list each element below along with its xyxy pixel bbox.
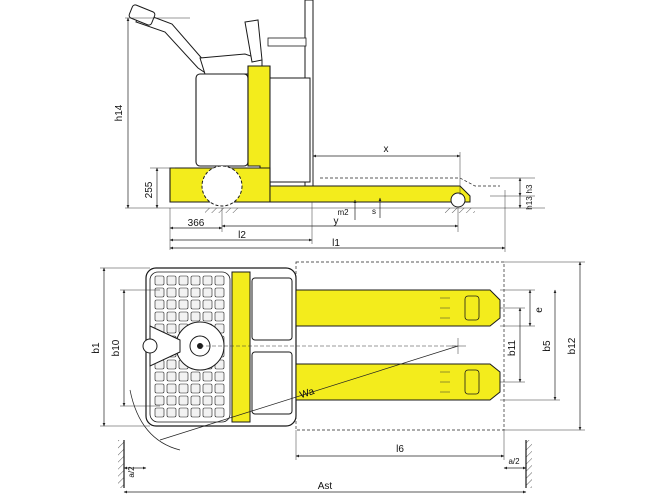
drive-wheel <box>201 165 243 207</box>
grille-cell <box>190 371 201 382</box>
fork-slot-lower <box>464 369 480 395</box>
label-l2: l2 <box>238 230 246 241</box>
grille-cell <box>178 371 189 382</box>
backrest-bar <box>267 37 307 47</box>
grille-cell <box>214 275 225 286</box>
grille-cell <box>154 383 165 394</box>
grille-cell <box>154 395 165 406</box>
hydraulic-block <box>269 77 311 183</box>
grille-cell <box>166 407 177 418</box>
label-ast: Ast <box>318 481 333 492</box>
fork-marks <box>440 297 450 393</box>
ground-hatch-load <box>445 208 475 213</box>
chassis-top-strip <box>231 271 251 423</box>
tiller-handle <box>128 4 216 77</box>
grille-cell <box>178 311 189 322</box>
fork-side <box>269 185 471 203</box>
label-l6: l6 <box>396 444 404 455</box>
grille-cell <box>214 371 225 382</box>
label-h3: h3 <box>525 184 534 193</box>
grille-cell <box>214 407 225 418</box>
grille-cell <box>214 287 225 298</box>
load-wheel <box>450 192 466 208</box>
turning-arc <box>129 389 181 451</box>
grille-cell <box>166 323 177 334</box>
grille-cell <box>154 407 165 418</box>
battery-box-lower <box>251 351 293 415</box>
fork-lower <box>295 363 501 401</box>
battery-box-upper <box>251 277 293 341</box>
grille-cell <box>202 407 213 418</box>
control-column <box>244 19 263 63</box>
battery-compartment <box>195 73 249 167</box>
side-view: h14 255 x h3 h13 m2 s y 366 <box>114 0 545 252</box>
label-b12: b12 <box>567 337 578 354</box>
grille-cell <box>190 407 201 418</box>
grille-cell <box>202 311 213 322</box>
grille-cell <box>166 395 177 406</box>
label-b11: b11 <box>507 340 518 356</box>
grille-cell <box>214 383 225 394</box>
label-e: e <box>534 307 545 313</box>
label-a2-right: a/2 <box>508 457 520 466</box>
grille-cell <box>178 395 189 406</box>
turning-radius-line <box>159 345 459 441</box>
label-wa: Wa <box>299 386 317 401</box>
label-b10: b10 <box>111 339 122 356</box>
grille-cell <box>190 383 201 394</box>
grille-cell <box>166 359 177 370</box>
grille-cell <box>154 299 165 310</box>
grille-cell <box>166 383 177 394</box>
grille-cell <box>214 299 225 310</box>
grille-cell <box>154 275 165 286</box>
label-h14: h14 <box>114 104 125 121</box>
grille-cell <box>202 371 213 382</box>
label-y: y <box>334 216 339 227</box>
label-x: x <box>384 144 389 155</box>
grille-cell <box>178 383 189 394</box>
grille-cell <box>190 275 201 286</box>
label-255: 255 <box>144 181 155 198</box>
label-b5: b5 <box>542 340 553 352</box>
grille-cell <box>190 299 201 310</box>
grille-cell <box>154 311 165 322</box>
grille-cell <box>190 395 201 406</box>
label-366: 366 <box>188 218 205 229</box>
steering-unit <box>142 321 225 371</box>
grille-cell <box>202 287 213 298</box>
grille-cell <box>202 383 213 394</box>
grille-cell <box>214 395 225 406</box>
grille-cell <box>154 287 165 298</box>
wall-right <box>526 440 532 488</box>
label-b1: b1 <box>91 342 102 354</box>
grille-cell <box>190 311 201 322</box>
grille-cell <box>202 275 213 286</box>
grille-cell <box>202 395 213 406</box>
grille-cell <box>154 371 165 382</box>
label-s: s <box>372 207 376 216</box>
grille-cell <box>166 299 177 310</box>
grille-cell <box>178 299 189 310</box>
wall-left <box>118 440 124 488</box>
grille-cell <box>166 275 177 286</box>
grille-cell <box>166 371 177 382</box>
label-l1: l1 <box>332 238 340 249</box>
grille-cell <box>166 311 177 322</box>
top-view: Wa b1 b10 e b11 b5 b12 l6 <box>91 261 585 494</box>
fork-slot-upper <box>464 295 480 321</box>
label-m2: m2 <box>337 208 349 217</box>
grille-cell <box>202 299 213 310</box>
grille-cell <box>178 407 189 418</box>
grille-cell <box>178 275 189 286</box>
grille-cell <box>190 287 201 298</box>
grille-cell <box>178 287 189 298</box>
grille-cell <box>166 287 177 298</box>
label-h13: h13 <box>525 196 534 210</box>
grille-cell <box>214 311 225 322</box>
label-a2-left: a/2 <box>127 466 136 478</box>
fork-upper <box>295 289 501 327</box>
fork-raised-outline <box>320 177 500 187</box>
